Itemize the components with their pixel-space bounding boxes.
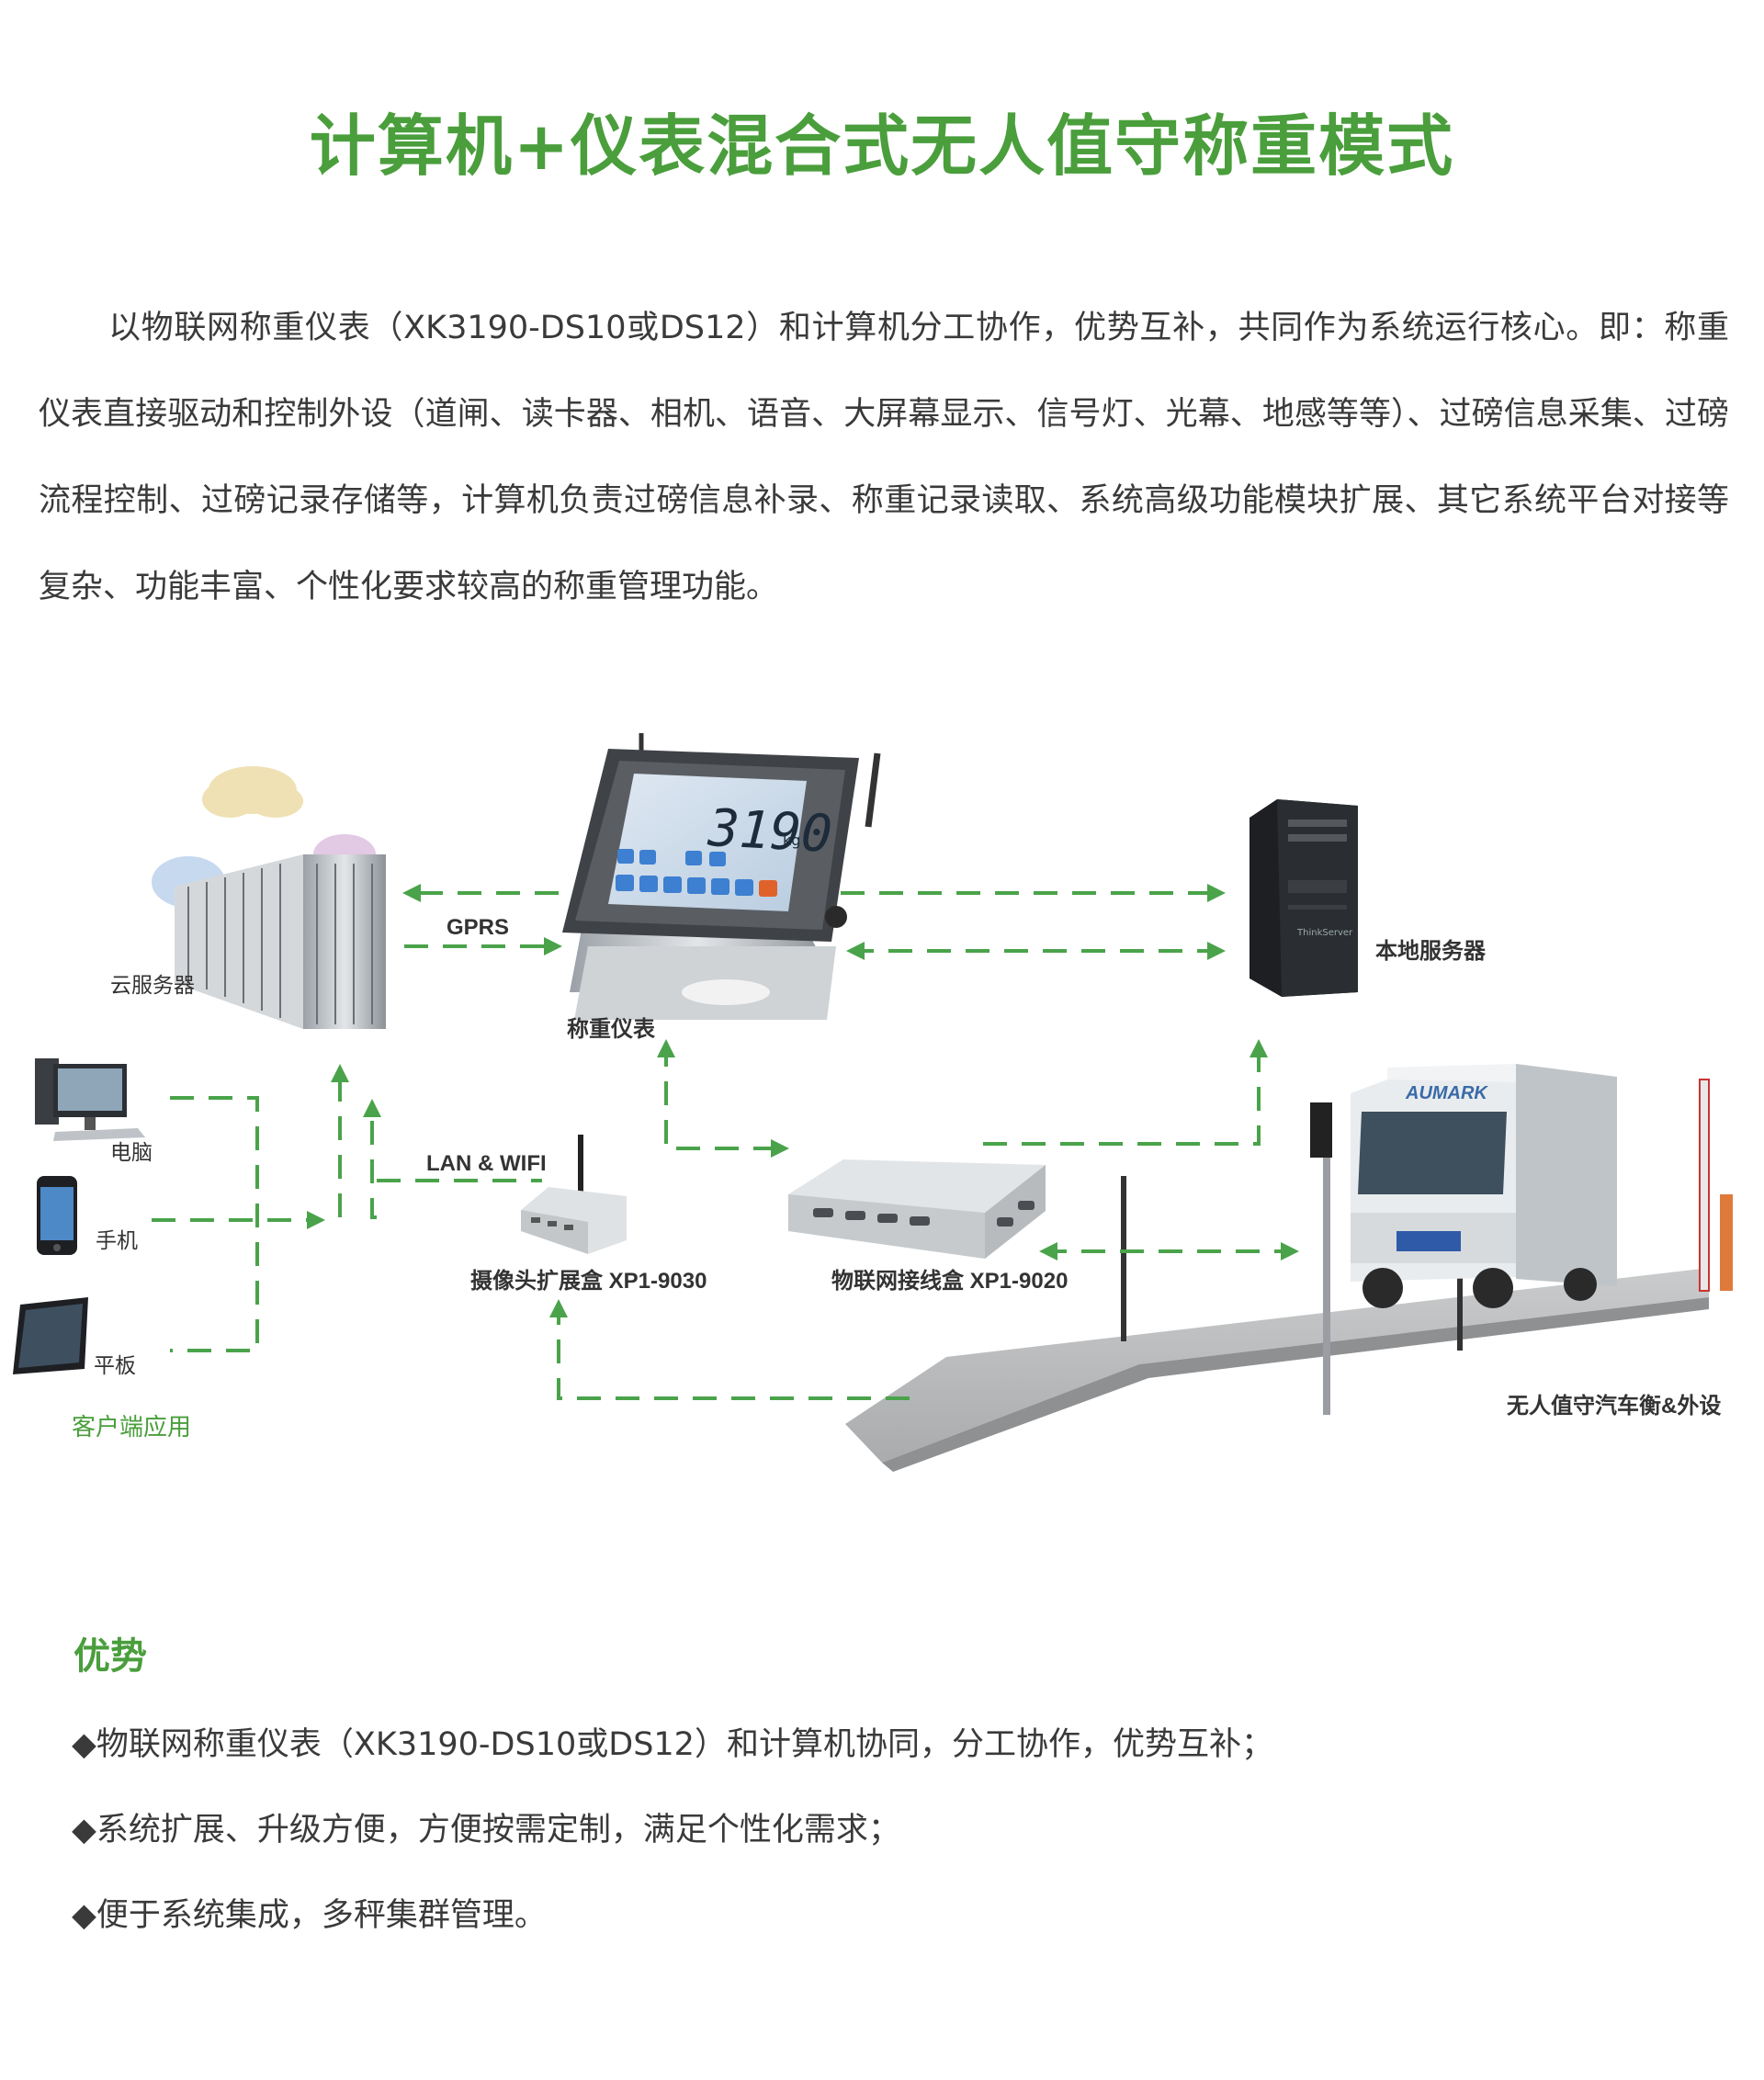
- computer-label: 电脑: [110, 1141, 153, 1165]
- truck-scale-label: 无人值守汽车衡&外设: [1507, 1393, 1721, 1419]
- instrument-label: 称重仪表: [567, 1017, 656, 1042]
- gprs-label: GPRS: [447, 915, 509, 940]
- tablet-label: 平板: [94, 1354, 136, 1378]
- weighing-instrument-icon: 3190 kg: [562, 733, 881, 1020]
- cloud-server-label: 云服务器: [110, 974, 195, 998]
- display-unit: kg: [783, 831, 800, 849]
- intro-paragraph: 以物联网称重仪表（XK3190-DS10或DS12）和计算机分工协作，优势互补，…: [39, 310, 1729, 605]
- camera-box-icon: [521, 1135, 627, 1254]
- truck-brand: AUMARK: [1405, 1083, 1488, 1103]
- local-server-label: 本地服务器: [1375, 938, 1487, 964]
- tablet-icon: [13, 1297, 88, 1374]
- camera-box-label: 摄像头扩展盒 XP1-9030: [470, 1268, 707, 1294]
- advantages-heading: 优势: [74, 1635, 147, 1678]
- local-server-icon: ThinkServer: [1250, 799, 1358, 997]
- cloud-server-icon: [152, 766, 386, 1029]
- phone-icon: [37, 1176, 77, 1255]
- truck-scale-icon: AUMARK: [845, 1064, 1733, 1472]
- lan-wifi-label: LAN & WIFI: [426, 1151, 547, 1176]
- client-apps-label: 客户端应用: [72, 1414, 191, 1441]
- advantage-item-3: ◆便于系统集成，多秤集群管理。: [72, 1897, 547, 1934]
- advantage-item-1: ◆物联网称重仪表（XK3190-DS10或DS12）和计算机协同，分工协作，优势…: [72, 1726, 1273, 1763]
- phone-label: 手机: [96, 1229, 138, 1253]
- connection-lines: [152, 884, 1299, 1400]
- page-title: 计算机+仪表混合式无人值守称重模式: [309, 107, 1455, 185]
- iot-box-label: 物联网接线盒 XP1-9020: [831, 1268, 1068, 1294]
- iot-box-icon: [788, 1159, 1046, 1259]
- keypad-icon: [616, 849, 777, 897]
- display-reading: 3190: [706, 798, 833, 865]
- advantage-item-2: ◆系统扩展、升级方便，方便按需定制，满足个性化需求；: [72, 1812, 900, 1848]
- computer-icon: [35, 1058, 145, 1141]
- server-badge: ThinkServer: [1296, 928, 1353, 938]
- system-diagram: 云服务器 3190 kg 称重仪表 ThinkServer 本地服务器: [13, 733, 1733, 1472]
